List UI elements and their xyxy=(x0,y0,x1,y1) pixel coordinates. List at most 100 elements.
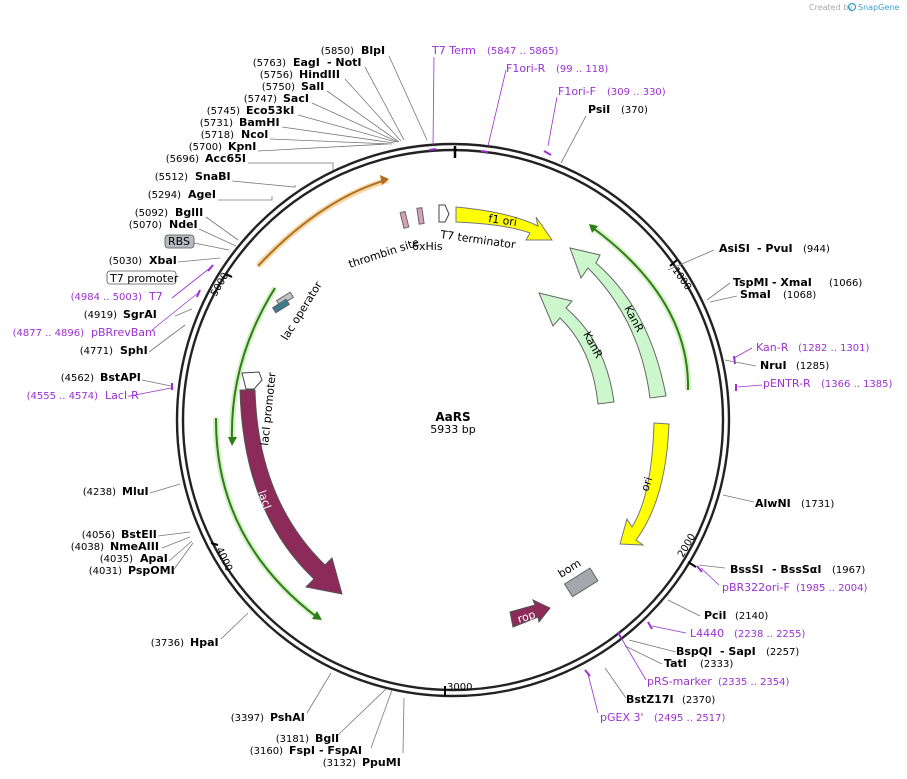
primer-range-t7term: (5847 .. 5865) xyxy=(487,46,559,57)
site-pos: (3736) xyxy=(151,638,184,649)
site-name: SnaBI xyxy=(195,170,231,183)
site-pos: (5718) xyxy=(201,130,234,141)
plasmid-size: 5933 bp xyxy=(430,423,475,436)
site-name-extra: - SapI xyxy=(720,645,756,658)
site-pos: (1967) xyxy=(832,565,865,576)
primer-name-pentrr: pENTR-R xyxy=(763,377,811,390)
green-arc-lower-arrowhead xyxy=(312,611,322,620)
site-name: BstZ17I xyxy=(626,693,674,706)
site-pos: (5747) xyxy=(244,94,277,105)
green-arc-lower-halo xyxy=(212,417,320,621)
site-name: KpnI xyxy=(228,140,256,153)
site-pos: (4238) xyxy=(83,487,116,498)
orange-arc-arrowhead xyxy=(380,175,389,185)
primer-mark-kanr xyxy=(733,355,736,365)
right-site-labels: PsiI (370) AsiSI - PvuI (944) TspMI - Xm… xyxy=(588,103,865,706)
site-pos: (1285) xyxy=(796,361,829,372)
primer-mark-f1orir xyxy=(480,150,489,153)
green-arc-right xyxy=(592,227,690,391)
site-name: Eco53kI xyxy=(246,104,294,117)
site-pos: (1731) xyxy=(801,499,834,510)
tick-mark-5000 xyxy=(225,273,233,278)
laci-promoter-feature xyxy=(241,371,263,390)
lac-operator-tag xyxy=(271,298,291,314)
primer-mark-t7term xyxy=(428,148,437,151)
site-name: PspOMI xyxy=(128,564,175,577)
t7-terminator-label: T7 terminator xyxy=(439,228,517,252)
green-arc-right-arrowhead xyxy=(589,224,598,233)
site-name: BssSI xyxy=(730,563,764,576)
t7-promoter-label: T7 promoter xyxy=(109,272,179,285)
site-pos: (5092) xyxy=(135,208,168,219)
his-tag-feature xyxy=(416,207,425,225)
site-pos: (5030) xyxy=(109,256,142,267)
primer-mark-f1orif xyxy=(543,150,552,156)
primer-range-pgex: (2495 .. 2517) xyxy=(654,713,726,724)
tick-mark-4000 xyxy=(210,542,219,546)
rop-feature xyxy=(509,599,551,628)
site-name: PshAI xyxy=(270,711,305,724)
site-pos: (5700) xyxy=(189,142,222,153)
right-leader-lines xyxy=(560,115,757,699)
laci-feature xyxy=(239,389,343,595)
site-pos: (5696) xyxy=(166,154,199,165)
kanr-outer-feature xyxy=(569,247,667,399)
site-name: PsiI xyxy=(588,103,610,116)
primer-name-kanr: Kan-R xyxy=(756,341,789,354)
site-pos: (3181) xyxy=(276,734,309,745)
site-name: ApaI xyxy=(140,552,168,565)
site-name: BamHI xyxy=(239,116,280,129)
tick-mark-2000 xyxy=(687,561,697,568)
site-pos: (2333) xyxy=(700,659,733,670)
site-name: NruI xyxy=(760,359,787,372)
rop-label: rop xyxy=(516,608,537,626)
site-name: PpuMI xyxy=(362,756,401,769)
site-pos: (4771) xyxy=(80,346,113,357)
f1-ori-feature xyxy=(455,206,553,241)
his-tag-label: 6xHis xyxy=(412,240,443,253)
site-pos: (5070) xyxy=(129,220,162,231)
site-pos: (3397) xyxy=(231,713,264,724)
site-name: TspMI xyxy=(733,276,769,289)
t7-terminator-feature xyxy=(438,204,450,223)
primer-range-prs: (2335 .. 2354) xyxy=(718,677,790,688)
site-name: BstEII xyxy=(121,528,157,541)
thrombin-site-label: thrombin site xyxy=(347,236,421,271)
primer-mark-t7 xyxy=(207,264,214,272)
primer-range-f1orir: (99 .. 118) xyxy=(556,64,608,75)
primer-mark-pbrrevbam xyxy=(196,289,201,298)
site-pos: (5512) xyxy=(155,172,188,183)
site-pos: (5750) xyxy=(262,82,295,93)
site-pos: (5731) xyxy=(200,118,233,129)
primer-markers xyxy=(171,148,737,677)
site-name-extra: - FspAI xyxy=(319,744,362,757)
site-pos: (2370) xyxy=(682,695,715,706)
primer-name-pbrrevbam: pBRrevBam xyxy=(91,326,156,339)
site-name: BspQI xyxy=(676,645,712,658)
site-name: NcoI xyxy=(241,128,268,141)
primer-range-pbrrevbam: (4877 .. 4896) xyxy=(13,328,85,339)
site-pos: (4056) xyxy=(82,530,115,541)
plasmid-name: AaRS xyxy=(435,410,470,424)
site-name: PciI xyxy=(704,609,726,622)
primer-name-pgex: pGEX 3' xyxy=(600,711,644,724)
tick-label-4000: 4000 xyxy=(213,546,234,574)
site-name-extra: - BssSαI xyxy=(772,563,821,576)
site-name: TatI xyxy=(664,657,687,670)
site-name: HindIII xyxy=(299,68,340,81)
tick-label-2000: 2000 xyxy=(676,532,698,560)
primer-name-f1orif: F1ori-F xyxy=(558,85,596,98)
thrombin-site-feature xyxy=(399,210,410,229)
site-name: AgeI xyxy=(188,188,216,201)
primer-range-kanr: (1282 .. 1301) xyxy=(798,343,870,354)
rbs-box xyxy=(164,234,195,249)
snapgene-logo-icon xyxy=(847,2,857,12)
kanr-inner-feature xyxy=(538,292,615,405)
left-site-labels: (5850) BlpI (5763) EagI - NotI (5756) Hi… xyxy=(61,44,401,769)
site-pos: (3132) xyxy=(323,758,356,769)
site-name: SphI xyxy=(120,344,148,357)
green-arc-lower xyxy=(214,417,319,619)
site-name: AlwNI xyxy=(755,497,791,510)
site-name: Acc65I xyxy=(205,152,246,165)
